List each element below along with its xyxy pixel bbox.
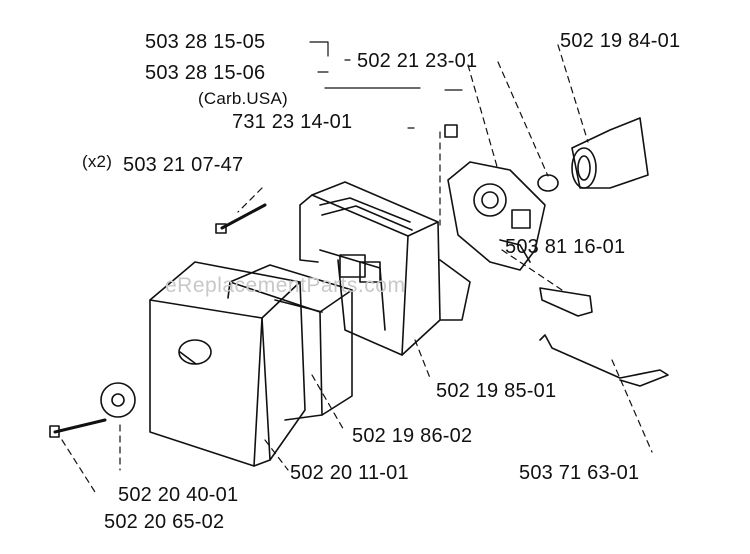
label-503-28-15-05: 503 28 15-05 (145, 31, 266, 53)
label-502-20-11-01: 502 20 11-01 (290, 462, 409, 484)
air-filter (227, 264, 353, 421)
bolt (49, 418, 107, 438)
label-502-19-85-01: 502 19 85-01 (436, 380, 557, 402)
label-502-19-84-01: 502 19 84-01 (560, 30, 681, 52)
label-503-71-63-01: 503 71 63-01 (519, 462, 640, 484)
watermark: eReplacementParts.com (165, 274, 406, 297)
screw-x2 (215, 203, 267, 234)
filter-housing (299, 181, 471, 356)
knob (100, 382, 136, 418)
label-502-20-40-01: 502 20 40-01 (118, 484, 239, 506)
intake-adapter (571, 117, 649, 189)
label-qty-x2: (x2) (82, 152, 113, 171)
label-502-21-23-01: 502 21 23-01 (357, 50, 478, 72)
label-503-28-15-06: 503 28 15-06 (145, 62, 266, 84)
nut (444, 124, 458, 138)
label-502-20-65-02: 502 20 65-02 (104, 511, 225, 533)
label-503-81-16-01: 503 81 16-01 (505, 236, 626, 258)
throttle-rod (539, 334, 669, 387)
label-731-23-14-01: 731 23 14-01 (232, 111, 353, 133)
gasket-ring (537, 174, 559, 192)
leader-lines (61, 41, 653, 493)
label-502-19-86-02: 502 19 86-02 (352, 425, 473, 447)
label-carb-usa: (Carb.USA) (198, 89, 288, 108)
bracket (539, 287, 593, 317)
air-filter-cover (149, 261, 306, 467)
carburetor (447, 161, 546, 271)
label-503-21-07-47: 503 21 07-47 (123, 154, 244, 176)
